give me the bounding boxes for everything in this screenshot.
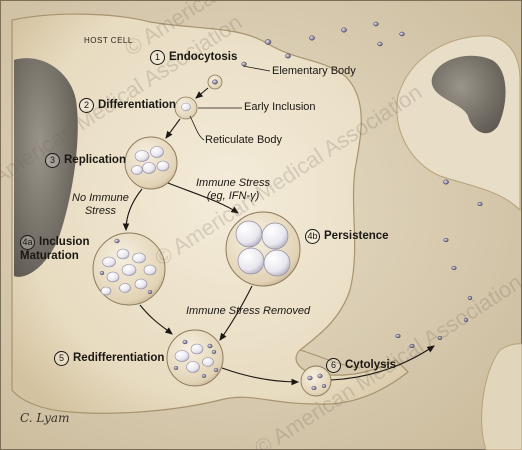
immune-stress-removed-label: Immune Stress Removed [186, 305, 311, 317]
immune-stress-label: Immune Stress (eg, IFN-γ) [196, 177, 270, 202]
step-number: 4a [20, 235, 35, 250]
reticulate-body-label: Reticulate Body [205, 134, 283, 146]
step-number: 3 [45, 153, 60, 168]
elementary-body-label: Elementary Body [272, 65, 356, 77]
step-number: 4b [305, 229, 320, 244]
artist-signature: C. Lyam [20, 411, 70, 425]
step-number: 1 [150, 50, 165, 65]
step-number: 2 [79, 98, 94, 113]
step-number: 6 [326, 358, 341, 373]
no-immune-stress-label: No Immune Stress [72, 192, 129, 217]
early-inclusion-label: Early Inclusion [244, 101, 316, 113]
step-number: 5 [54, 351, 69, 366]
host-cell-label: HOST CELL [84, 36, 133, 45]
